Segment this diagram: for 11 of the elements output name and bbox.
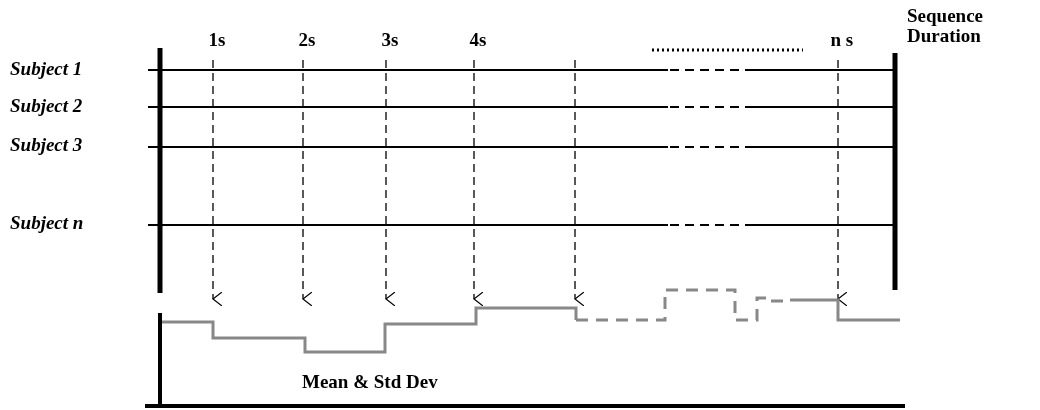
time-label: 1s [208,30,226,50]
plot-label: Mean & Std Dev [302,372,438,392]
subject-label: Subject 1 [10,59,83,79]
time-label: 3s [381,30,399,50]
subject-label: Subject 3 [10,135,83,155]
time-label: 4s [469,30,487,50]
sequence-duration-label: Sequence Duration [907,6,984,46]
time-label: n s [830,30,854,50]
time-label: 2s [298,30,316,50]
subject-label: Subject 2 [10,96,83,116]
subject-label: Subject n [10,213,84,233]
